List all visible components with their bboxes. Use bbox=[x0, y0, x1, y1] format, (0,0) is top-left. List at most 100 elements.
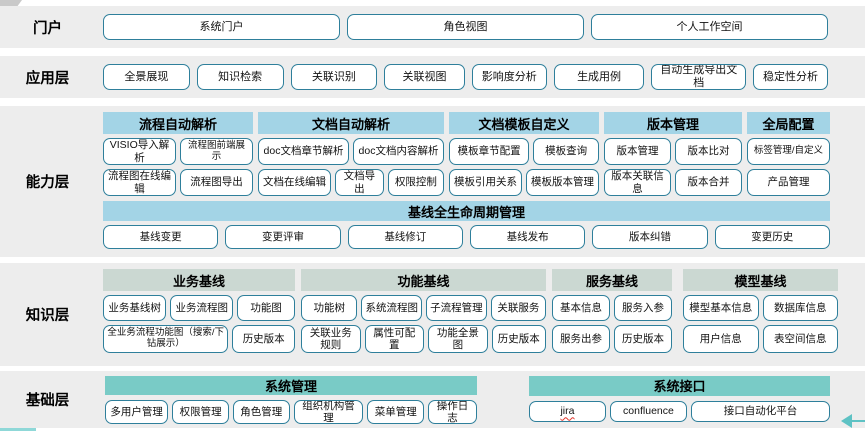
group-system-management: 系统管理 多用户管理 权限管理 角色管理 组织机构管理 菜单管理 操作日志 bbox=[105, 376, 477, 424]
bottom-left-accent-line bbox=[0, 428, 36, 431]
diagram-box: 关联服务 bbox=[490, 295, 547, 321]
diagram-box: 业务流程图 bbox=[170, 295, 234, 321]
diagram-box: 基线变更 bbox=[103, 225, 219, 249]
diagram-box-confluence: confluence bbox=[609, 400, 687, 422]
group-row: 功能树 系统流程图 子流程管理 关联服务 bbox=[301, 295, 547, 321]
diagram-box: doc文档内容解析 bbox=[353, 138, 444, 165]
portal-layer-content: 系统门户 角色视图 个人工作空间 bbox=[95, 6, 865, 48]
diagram-box: 功能全景图 bbox=[428, 325, 488, 353]
diagram-box: 业务基线树 bbox=[103, 295, 167, 321]
application-layer-label: 应用层 bbox=[25, 70, 70, 87]
diagram-box: 自动生成导出文档 bbox=[651, 64, 747, 90]
diagram-box: 接口自动化平台 bbox=[690, 400, 830, 422]
diagram-box: 基本信息 bbox=[552, 295, 610, 321]
portal-layer-band: 门户 系统门户 角色视图 个人工作空间 bbox=[0, 6, 865, 48]
diagram-box: 权限控制 bbox=[387, 169, 444, 196]
diagram-box: 版本管理 bbox=[604, 138, 671, 165]
group-row: 业务基线树 业务流程图 功能图 bbox=[103, 295, 295, 321]
knowledge-layer-band: 知识层 业务基线 业务基线树 业务流程图 功能图 全业务流程功能图（搜索/下钻展… bbox=[0, 263, 865, 366]
baseline-lifecycle-header: 基线全生命周期管理 bbox=[103, 201, 830, 221]
capability-layer-band: 能力层 流程自动解析 VISIO导入解析 流程图前端展示 流程图在线编辑 流程图… bbox=[0, 106, 865, 257]
group-row: 关联业务规则 属性可配置 功能全景图 历史版本 bbox=[301, 325, 546, 353]
group-business-baseline: 业务基线 业务基线树 业务流程图 功能图 全业务流程功能图（搜索/下钻展示） 历… bbox=[103, 269, 295, 356]
group-header: 文档自动解析 bbox=[258, 112, 444, 134]
application-layer-content: 全景展现 知识检索 关联识别 关联视图 影响度分析 生成用例 自动生成导出文档 … bbox=[95, 56, 865, 98]
diagram-box: 表空间信息 bbox=[762, 325, 838, 353]
diagram-box-jira: jira bbox=[529, 400, 606, 422]
group-system-interfaces: 系统接口 jira confluence 接口自动化平台 bbox=[529, 376, 830, 422]
group-header: 模型基线 bbox=[683, 269, 838, 291]
foundation-layer-content: 系统管理 多用户管理 权限管理 角色管理 组织机构管理 菜单管理 操作日志 系统… bbox=[95, 371, 865, 428]
diagram-box: 文档在线编辑 bbox=[258, 169, 331, 196]
group-header: 业务基线 bbox=[103, 269, 295, 291]
diagram-box: 关联业务规则 bbox=[301, 325, 361, 353]
group-row: 用户信息 表空间信息 bbox=[683, 325, 838, 353]
group-row: 文档在线编辑 文档导出 权限控制 bbox=[258, 169, 444, 196]
group-header: 全局配置 bbox=[747, 112, 830, 134]
group-row: doc文档章节解析 doc文档内容解析 bbox=[258, 138, 444, 165]
diagram-box: 操作日志 bbox=[428, 400, 477, 424]
diagram-box: 多用户管理 bbox=[105, 400, 169, 424]
diagram-box: 关联识别 bbox=[290, 64, 378, 90]
group-doc-auto-parse: 文档自动解析 doc文档章节解析 doc文档内容解析 文档在线编辑 文档导出 权… bbox=[258, 112, 444, 196]
diagram-box: 基线发布 bbox=[469, 225, 586, 249]
group-header: 功能基线 bbox=[301, 269, 546, 291]
group-row: jira confluence 接口自动化平台 bbox=[529, 400, 830, 422]
capability-layer-label: 能力层 bbox=[25, 175, 70, 191]
diagram-box: 服务入参 bbox=[614, 295, 672, 321]
group-row: 服务出参 历史版本 bbox=[552, 325, 672, 353]
diagram-box: 历史版本 bbox=[491, 325, 546, 353]
diagram-box: 模板查询 bbox=[533, 138, 599, 165]
arrow-tail bbox=[851, 420, 865, 422]
group-doc-template-custom: 文档模板自定义 模板章节配置 模板查询 模板引用关系 模板版本管理 bbox=[449, 112, 599, 196]
diagram-box: 版本合并 bbox=[675, 169, 742, 196]
group-row: 版本管理 版本比对 bbox=[604, 138, 742, 165]
diagram-box: 模板章节配置 bbox=[449, 138, 530, 165]
diagram-box: 服务出参 bbox=[552, 325, 610, 353]
capability-groups: 流程自动解析 VISIO导入解析 流程图前端展示 流程图在线编辑 流程图导出 文… bbox=[103, 112, 830, 196]
group-version-management: 版本管理 版本管理 版本比对 版本关联信息 版本合并 bbox=[604, 112, 742, 196]
group-function-baseline: 功能基线 功能树 系统流程图 子流程管理 关联服务 关联业务规则 属性可配置 功… bbox=[301, 269, 547, 356]
diagram-box: 角色视图 bbox=[347, 14, 584, 40]
diagram-box: 影响度分析 bbox=[471, 64, 547, 90]
diagram-box: 版本纠错 bbox=[592, 225, 708, 249]
diagram-box: 角色管理 bbox=[232, 400, 290, 424]
diagram-box: 模型基本信息 bbox=[683, 295, 759, 321]
group-row: 标签管理/自定义 bbox=[747, 138, 830, 165]
group-row: 基本信息 服务入参 bbox=[552, 295, 672, 321]
application-layer-band: 应用层 全景展现 知识检索 关联识别 关联视图 影响度分析 生成用例 自动生成导… bbox=[0, 56, 865, 98]
diagram-box: 功能树 bbox=[301, 295, 358, 321]
diagram-box: 关联视图 bbox=[384, 64, 465, 90]
diagram-box: 模板版本管理 bbox=[526, 169, 599, 196]
diagram-box: 版本比对 bbox=[675, 138, 742, 165]
diagram-box: 功能图 bbox=[237, 295, 295, 321]
diagram-box: 流程图在线编辑 bbox=[103, 169, 176, 196]
group-header: 流程自动解析 bbox=[103, 112, 253, 134]
group-process-auto-parse: 流程自动解析 VISIO导入解析 流程图前端展示 流程图在线编辑 流程图导出 bbox=[103, 112, 253, 196]
group-header: 系统管理 bbox=[105, 376, 477, 395]
group-row: 产品管理 bbox=[747, 169, 830, 196]
diagram-box: doc文档章节解析 bbox=[258, 138, 349, 165]
left-arrow-icon bbox=[841, 414, 865, 428]
diagram-box: 菜单管理 bbox=[367, 400, 425, 424]
diagram-box: 变更历史 bbox=[714, 225, 830, 249]
group-row: 版本关联信息 版本合并 bbox=[604, 169, 742, 196]
group-header: 系统接口 bbox=[529, 376, 830, 396]
diagram-box: 变更评审 bbox=[225, 225, 341, 249]
foundation-layer-band: 基础层 系统管理 多用户管理 权限管理 角色管理 组织机构管理 菜单管理 操作日… bbox=[0, 371, 865, 428]
group-header: 服务基线 bbox=[552, 269, 672, 291]
diagram-box: 标签管理/自定义 bbox=[747, 138, 830, 165]
diagram-box: 版本关联信息 bbox=[604, 169, 671, 196]
diagram-box: 权限管理 bbox=[172, 400, 229, 424]
diagram-box: 全景展现 bbox=[103, 64, 190, 90]
diagram-box: 文档导出 bbox=[334, 169, 384, 196]
diagram-box: 流程图导出 bbox=[180, 169, 253, 196]
diagram-box: 生成用例 bbox=[553, 64, 645, 90]
diagram-box: 属性可配置 bbox=[364, 325, 425, 353]
diagram-box: 模板引用关系 bbox=[449, 169, 522, 196]
knowledge-layer-label: 知识层 bbox=[25, 308, 70, 324]
group-row: 模板章节配置 模板查询 bbox=[449, 138, 599, 165]
baseline-row: 基线变更 变更评审 基线修订 基线发布 版本纠错 变更历史 bbox=[103, 225, 830, 249]
diagram-box: 基线修订 bbox=[347, 225, 463, 249]
